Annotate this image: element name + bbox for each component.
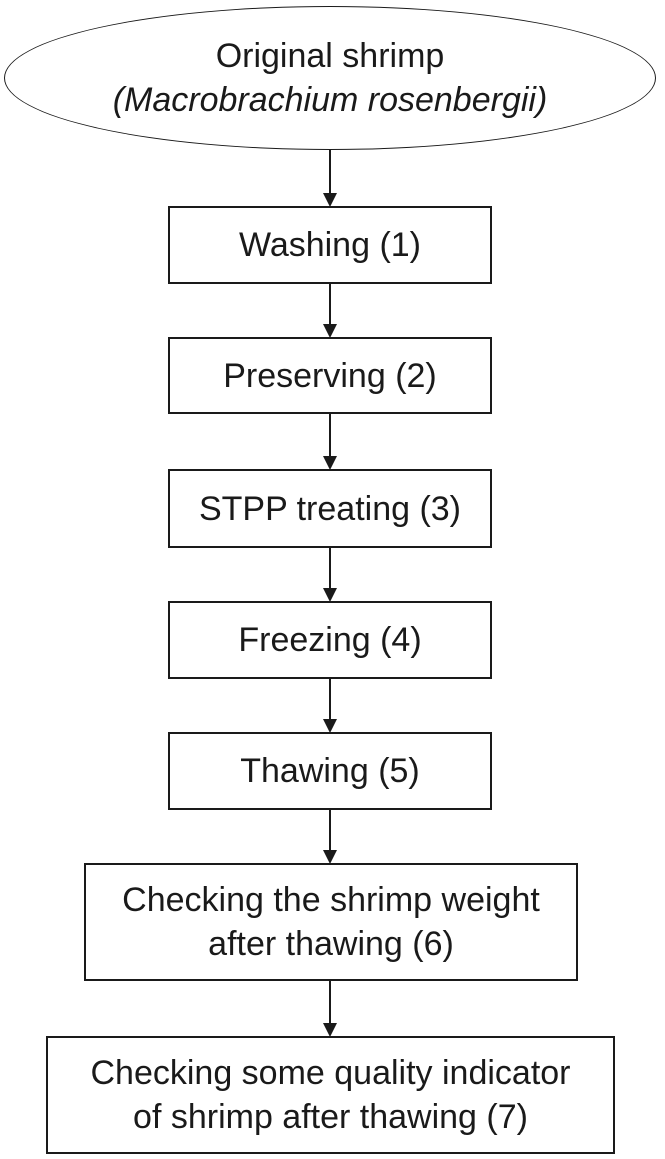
start-node-original-shrimp: Original shrimp (Macrobrachium rosenberg… xyxy=(4,6,656,150)
step-washing: Washing (1) xyxy=(168,206,492,284)
step-thawing: Thawing (5) xyxy=(168,732,492,810)
start-node-species: (Macrobrachium rosenbergii) xyxy=(112,81,548,119)
step-label-line2: after thawing (6) xyxy=(208,925,454,963)
step-label-line2: of shrimp after thawing (7) xyxy=(133,1098,528,1136)
step-preserving: Preserving (2) xyxy=(168,337,492,414)
step-label: Preserving (2) xyxy=(223,356,437,395)
step-label: Thawing (5) xyxy=(240,752,420,790)
step-label: Washing (1) xyxy=(238,226,422,264)
start-node-title: Original shrimp xyxy=(215,37,445,75)
step-freezing: Freezing (4) xyxy=(168,601,492,679)
step-checking-quality: Checking some quality indicator of shrim… xyxy=(46,1036,615,1154)
step-stpp-treating: STPP treating (3) xyxy=(168,469,492,548)
step-label-line1: Checking the shrimp weight xyxy=(122,881,540,919)
step-label-line1: Checking some quality indicator xyxy=(90,1054,571,1092)
step-checking-weight: Checking the shrimp weight after thawing… xyxy=(84,863,578,981)
step-label: STPP treating (3) xyxy=(198,489,462,528)
step-label: Freezing (4) xyxy=(238,621,422,659)
